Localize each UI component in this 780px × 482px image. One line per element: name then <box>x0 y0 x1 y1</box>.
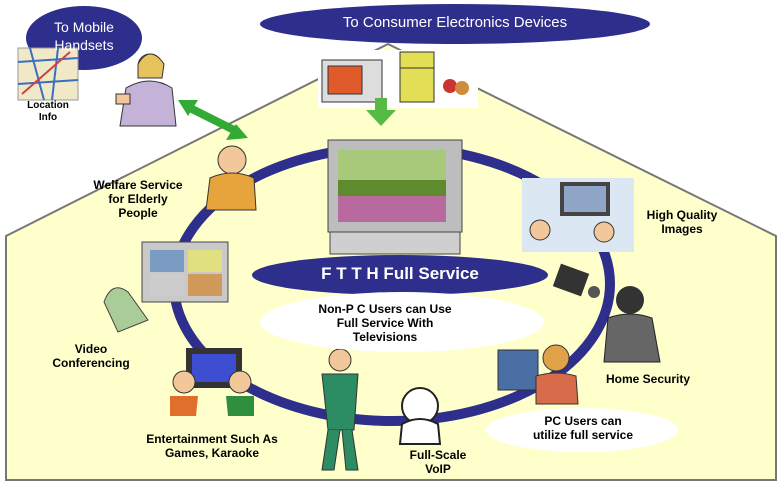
high-quality-label: High Quality Images <box>646 208 718 236</box>
home-security-label: Home Security <box>605 372 691 386</box>
mobile-handsets-label: To Mobile Handsets <box>54 19 114 53</box>
security-camera-icon <box>552 263 600 298</box>
family-tv-icon <box>522 178 634 252</box>
pc-users-label: PC Users can utilize full service <box>532 414 634 442</box>
double-arrow-icon <box>178 100 248 140</box>
consumer-electronics-oval <box>260 4 650 44</box>
singer-icon <box>321 348 359 471</box>
video-conferencing-label: Video Conferencing <box>52 342 130 370</box>
ftth-title: F T T H Full Service <box>321 264 479 283</box>
burglar-icon <box>603 286 661 363</box>
elderly-icon <box>205 145 257 211</box>
location-info-label: Location Info <box>27 100 69 123</box>
woman-phone-icon <box>115 53 177 127</box>
down-arrow-icon <box>366 98 396 126</box>
tv-icon <box>327 139 463 255</box>
entertainment-label: Entertainment Such As Games, Karaoke <box>146 432 278 460</box>
non-pc-label: Non-P C Users can Use Full Service With … <box>318 302 452 344</box>
consumer-electronics-label: To Consumer Electronics Devices <box>342 14 568 31</box>
kids-game-icon <box>170 348 254 416</box>
map-icon <box>17 47 79 101</box>
pc-users-oval <box>486 408 678 452</box>
non-pc-oval <box>260 292 544 352</box>
voip-label: Full-Scale VoIP <box>409 448 467 476</box>
welfare-label: Welfare Service for Elderly People <box>93 178 183 220</box>
appliances-icon <box>318 50 478 108</box>
pc-user-icon <box>497 344 579 405</box>
voip-phone-icon <box>398 387 442 445</box>
video-conference-icon <box>103 241 229 333</box>
ftth-oval <box>252 255 548 295</box>
